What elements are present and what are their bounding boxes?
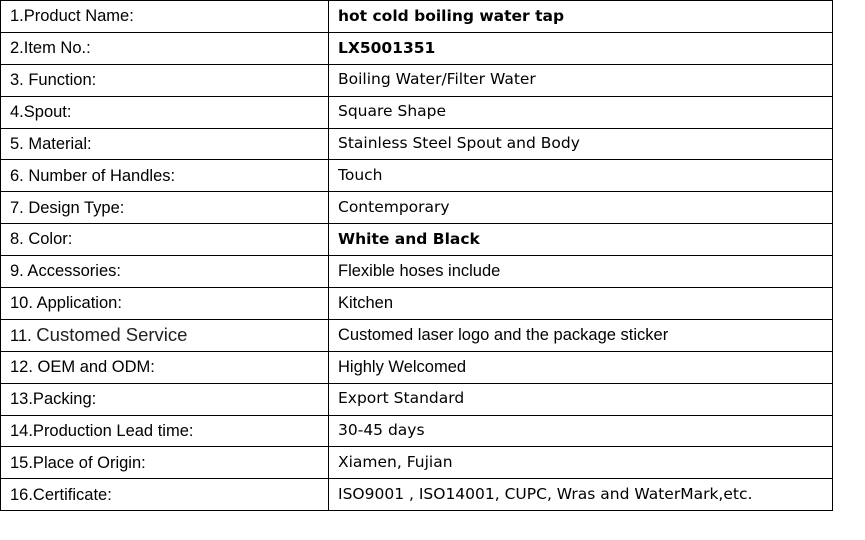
table-row: 7. Design Type: Contemporary [0, 191, 833, 225]
spec-label: 3. Function: [0, 63, 329, 97]
spec-label: 10. Application: [0, 287, 329, 320]
spec-value: Highly Welcomed [328, 350, 833, 384]
spec-value: Boiling Water/Filter Water [328, 63, 833, 97]
spec-label: 6. Number of Handles: [0, 159, 329, 193]
table-row: 2.Item No.: LX5001351 [0, 31, 833, 65]
table-row: 8. Color: White and Black [0, 223, 833, 257]
spec-value: White and Black [328, 223, 833, 257]
spec-label: 11. Customed Service [0, 318, 329, 352]
spec-value: Touch [328, 159, 833, 193]
table-row: 6. Number of Handles: Touch [0, 159, 833, 193]
spec-label: 1.Product Name: [0, 0, 329, 33]
product-spec-table: 1.Product Name: hot cold boiling water t… [0, 0, 833, 512]
table-row: 1.Product Name: hot cold boiling water t… [0, 0, 833, 33]
spec-label: 2.Item No.: [0, 31, 329, 65]
spec-label: 7. Design Type: [0, 191, 329, 225]
table-row: 15.Place of Origin: Xiamen, Fujian [0, 446, 833, 480]
spec-label: 4.Spout: [0, 95, 329, 129]
spec-label: 5. Material: [0, 127, 329, 161]
spec-label: 12. OEM and ODM: [0, 350, 329, 384]
spec-value: Export Standard [328, 382, 833, 416]
table-row: 9. Accessories: Flexible hoses include [0, 255, 833, 289]
spec-value: Kitchen [328, 287, 833, 320]
table-row: 14.Production Lead time: 30-45 days [0, 414, 833, 448]
spec-label: 9. Accessories: [0, 255, 329, 289]
spec-value: ISO9001 , ISO14001, CUPC, Wras and Water… [328, 478, 833, 512]
spec-value: Customed laser logo and the package stic… [328, 318, 833, 352]
spec-value: Contemporary [328, 191, 833, 225]
table-row: 5. Material: Stainless Steel Spout and B… [0, 127, 833, 161]
table-row: 11. Customed Service Customed laser logo… [0, 318, 833, 352]
spec-value: 30-45 days [328, 414, 833, 448]
spec-label: 14.Production Lead time: [0, 414, 329, 448]
table-row: 10. Application: Kitchen [0, 287, 833, 320]
table-row: 13.Packing: Export Standard [0, 382, 833, 416]
spec-value: Xiamen, Fujian [328, 446, 833, 480]
spec-label: 8. Color: [0, 223, 329, 257]
table-row: 12. OEM and ODM: Highly Welcomed [0, 350, 833, 384]
spec-label: 16.Certificate: [0, 478, 329, 512]
spec-label-text: Customed Service [36, 324, 188, 346]
spec-value: Stainless Steel Spout and Body [328, 127, 833, 161]
spec-label-number: 11. [10, 327, 37, 346]
spec-value: Flexible hoses include [328, 255, 833, 289]
spec-value: LX5001351 [328, 31, 833, 65]
spec-label: 15.Place of Origin: [0, 446, 329, 480]
table-row: 4.Spout: Square Shape [0, 95, 833, 129]
table-row: 16.Certificate: ISO9001 , ISO14001, CUPC… [0, 478, 833, 512]
table-row: 3. Function: Boiling Water/Filter Water [0, 63, 833, 97]
spec-value: hot cold boiling water tap [328, 0, 833, 33]
spec-label: 13.Packing: [0, 382, 329, 416]
spec-value: Square Shape [328, 95, 833, 129]
